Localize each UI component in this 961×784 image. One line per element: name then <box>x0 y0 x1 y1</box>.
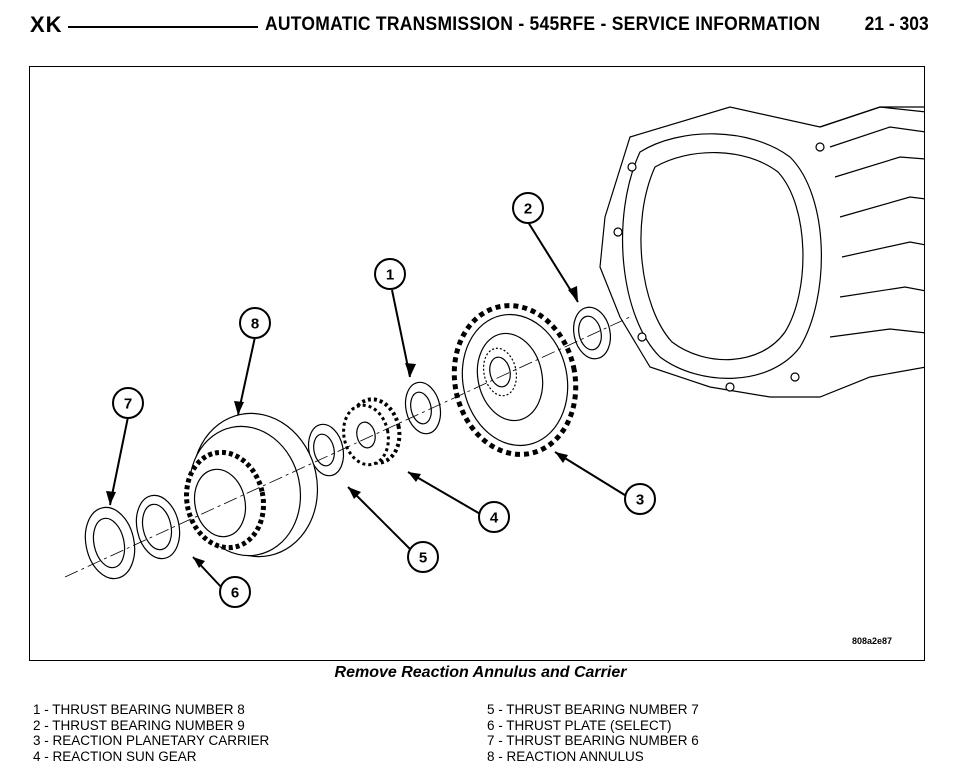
svg-text:8: 8 <box>251 316 259 333</box>
legend-item: 2 - THRUST BEARING NUMBER 9 <box>33 717 245 733</box>
leader-lines <box>109 221 629 590</box>
callouts: 1 2 3 4 5 6 7 <box>112 192 656 608</box>
page-number: 21 - 303 <box>864 14 929 35</box>
legend-left: 1 - THRUST BEARING NUMBER 8 2 - THRUST B… <box>33 702 269 764</box>
thrust-bearing-6 <box>84 506 136 580</box>
figure-code: 808a2e87 <box>851 636 892 646</box>
svg-text:7: 7 <box>124 396 132 413</box>
svg-text:5: 5 <box>419 550 427 567</box>
callout-8: 8 <box>239 307 271 339</box>
section-code: XK <box>30 12 63 37</box>
legend-item: 4 - REACTION SUN GEAR <box>33 748 197 764</box>
thrust-plate-select <box>135 494 181 560</box>
exploded-view-illustration: 1 2 3 4 5 6 7 <box>64 106 924 608</box>
callout-2: 2 <box>512 192 544 224</box>
svg-text:1: 1 <box>386 267 394 284</box>
thrust-bearing-8 <box>404 381 442 435</box>
legend-item: 6 - THRUST PLATE (SELECT) <box>487 717 672 733</box>
svg-text:2: 2 <box>524 201 532 218</box>
reaction-annulus <box>184 412 319 558</box>
svg-text:4: 4 <box>490 510 499 527</box>
legend-item: 7 - THRUST BEARING NUMBER 6 <box>487 733 699 748</box>
figure-caption: Remove Reaction Annulus and Carrier <box>334 664 627 681</box>
callout-1: 1 <box>374 258 406 290</box>
callout-4: 4 <box>478 501 510 533</box>
legend-item: 3 - REACTION PLANETARY CARRIER <box>33 733 270 748</box>
legend-item: 1 - THRUST BEARING NUMBER 8 <box>33 702 245 717</box>
svg-text:3: 3 <box>636 492 644 509</box>
callout-6: 6 <box>219 576 251 608</box>
transmission-case <box>599 106 924 398</box>
thrust-bearing-7 <box>307 423 345 477</box>
thrust-bearing-9 <box>572 306 612 360</box>
legend-item: 5 - THRUST BEARING NUMBER 7 <box>487 702 699 717</box>
reaction-planetary-carrier <box>451 303 579 457</box>
callout-7: 7 <box>112 387 144 419</box>
legend-item: 8 - REACTION ANNULUS <box>487 748 644 764</box>
page-title: AUTOMATIC TRANSMISSION - 545RFE - SERVIC… <box>265 14 821 35</box>
center-axis <box>64 316 631 578</box>
callout-3: 3 <box>624 483 656 515</box>
svg-text:6: 6 <box>231 585 239 602</box>
figure-frame: 1 2 3 4 5 6 7 <box>29 66 925 661</box>
reaction-sun-gear <box>342 397 402 467</box>
page-header: XK AUTOMATIC TRANSMISSION - 545RFE - SER… <box>0 0 961 50</box>
callout-5: 5 <box>407 541 439 573</box>
leader-arrowheads <box>106 286 578 568</box>
header-rule <box>68 26 258 28</box>
legend-right: 5 - THRUST BEARING NUMBER 7 6 - THRUST P… <box>487 702 699 764</box>
